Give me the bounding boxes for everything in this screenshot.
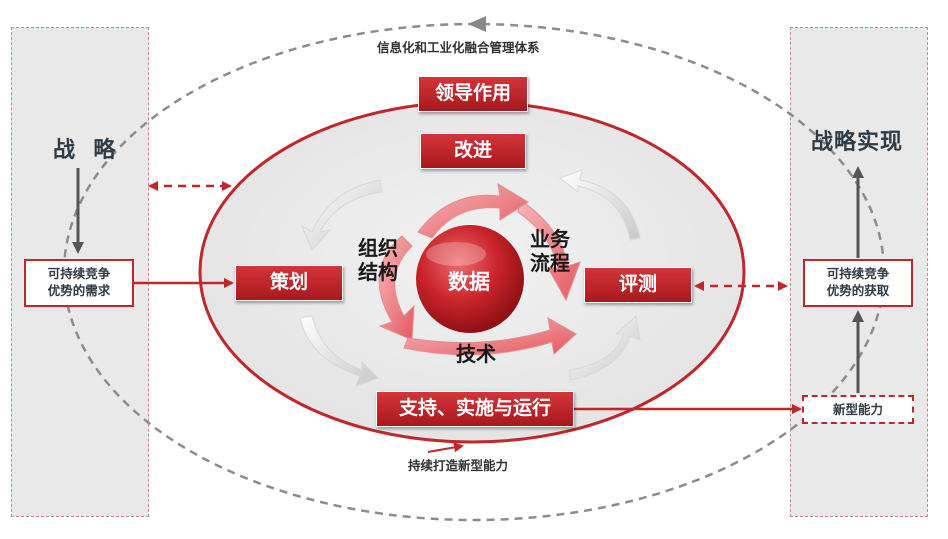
business-process-line-1: 业务 [530,227,570,251]
cycle-arrow-bottom-left [299,315,379,387]
org-structure-line-2: 结构 [358,260,398,284]
caption-arrow [427,442,464,453]
business-process-line-2: 流程 [530,251,570,275]
core-highlight [426,242,486,266]
demand-box-line-1: 可持续竞争 [47,266,111,281]
cycle-arrow-top-left [300,179,383,251]
support-box: 支持、实施与运行 [376,391,574,427]
business-process-label: 业务 流程 [530,227,570,275]
outer-title: 信息化和工业化融合管理体系 [377,40,540,55]
new-capability-box: 新型能力 [802,395,914,424]
swirl-arrow-top [517,199,581,302]
strategy-realization-title: 战略实现 [811,130,904,155]
org-structure-label: 组织 结构 [358,236,398,284]
cycle-arrow-top-right [558,169,641,241]
demand-box-line-2: 优势的需求 [47,283,111,298]
leadership-box: 领导作用 [418,76,528,112]
outer-arrowhead [468,16,486,32]
core-circle [416,225,524,333]
strategy-title: 战 略 [53,138,117,163]
acquisition-box: 可持续竞争 优势的获取 [803,259,913,307]
org-structure-line-1: 组织 [358,236,398,260]
acquisition-box-line-1: 可持续竞争 [826,266,890,281]
swirl-arrow-bottom [403,317,577,356]
technology-label: 技术 [456,342,496,366]
demand-box: 可持续竞争 优势的需求 [24,259,134,307]
cycle-arrow-bottom-right [569,315,641,381]
plan-box: 策划 [235,265,343,301]
acquisition-box-line-2: 优势的获取 [826,283,890,298]
bottom-caption: 持续打造新型能力 [408,458,509,473]
measure-box: 评测 [584,267,692,303]
swirl-arrow-upper [417,183,529,239]
improve-box: 改进 [420,133,526,169]
core-label: 数据 [448,270,490,294]
